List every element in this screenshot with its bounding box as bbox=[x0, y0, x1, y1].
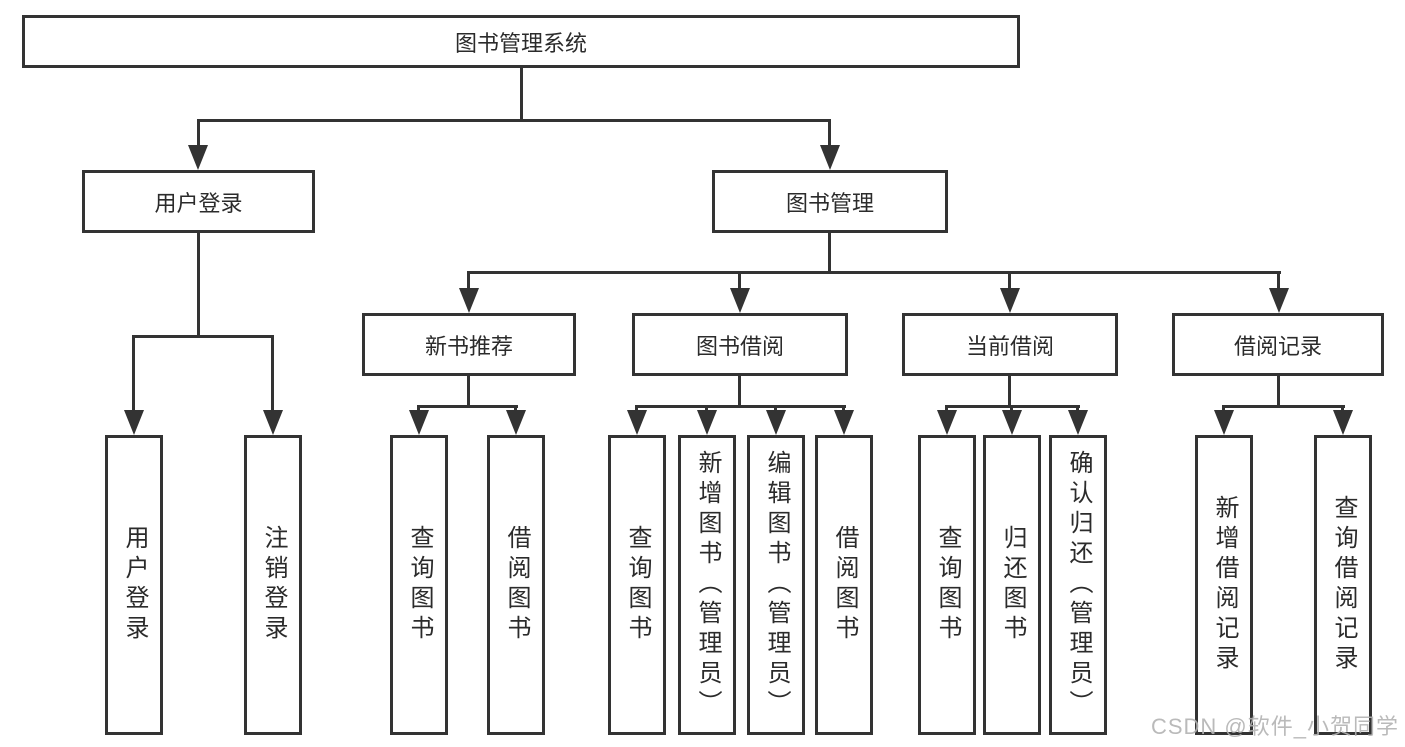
csdn-watermark: CSDN @软件_小贺同学 bbox=[1150, 714, 1399, 739]
leaf-confirm-return-admin: 确认归还（管理员） bbox=[1049, 435, 1107, 735]
leaf-query-borrow-record: 查询借阅记录 bbox=[1314, 435, 1372, 735]
connector-line bbox=[1341, 405, 1344, 414]
node-book-borrowing: 图书借阅 bbox=[632, 313, 848, 376]
leaf-borrow-books-borrowing: 借阅图书 bbox=[815, 435, 873, 735]
leaf-query-books-current: 查询图书 bbox=[918, 435, 976, 735]
connector-line bbox=[132, 335, 274, 338]
arrow-down-icon bbox=[1269, 288, 1289, 313]
node-borrowing-records: 借阅记录 bbox=[1172, 313, 1384, 376]
leaf-add-borrow-record: 新增借阅记录 bbox=[1195, 435, 1253, 735]
node-new-book-recommend: 新书推荐 bbox=[362, 313, 576, 376]
connector-line bbox=[1008, 271, 1011, 293]
arrow-down-icon bbox=[834, 410, 854, 435]
connector-line bbox=[635, 405, 846, 408]
connector-line bbox=[738, 271, 741, 293]
leaf-borrow-books-recommend: 借阅图书 bbox=[487, 435, 545, 735]
connector-line bbox=[271, 335, 274, 413]
arrow-down-icon bbox=[263, 410, 283, 435]
connector-line bbox=[1277, 271, 1280, 293]
connector-line bbox=[417, 405, 420, 414]
arrow-down-icon bbox=[937, 410, 957, 435]
leaf-query-books-recommend: 查询图书 bbox=[390, 435, 448, 735]
leaf-user-login: 用户登录 bbox=[105, 435, 163, 735]
connector-line bbox=[467, 271, 1281, 274]
connector-line bbox=[1076, 405, 1079, 414]
connector-line bbox=[1222, 405, 1345, 408]
connector-line bbox=[417, 405, 518, 408]
connector-line bbox=[1008, 376, 1011, 407]
arrow-down-icon bbox=[730, 288, 750, 313]
connector-line bbox=[828, 119, 831, 149]
connector-line bbox=[774, 405, 777, 414]
connector-line bbox=[520, 68, 523, 120]
arrow-down-icon bbox=[1068, 410, 1088, 435]
connector-line bbox=[467, 376, 470, 407]
arrow-down-icon bbox=[459, 288, 479, 313]
arrow-down-icon bbox=[1002, 410, 1022, 435]
arrow-down-icon bbox=[697, 410, 717, 435]
arrow-down-icon bbox=[820, 145, 840, 170]
connector-line bbox=[738, 376, 741, 407]
leaf-edit-books-admin: 编辑图书（管理员） bbox=[747, 435, 805, 735]
connector-line bbox=[1010, 405, 1013, 414]
arrow-down-icon bbox=[409, 410, 429, 435]
connector-line bbox=[132, 335, 135, 413]
connector-line bbox=[197, 233, 200, 337]
connector-line bbox=[1222, 405, 1225, 414]
node-current-borrowing: 当前借阅 bbox=[902, 313, 1118, 376]
connector-line bbox=[842, 405, 845, 414]
connector-line bbox=[514, 405, 517, 414]
leaf-query-books-borrowing: 查询图书 bbox=[608, 435, 666, 735]
connector-line bbox=[467, 271, 470, 293]
node-root-book-management-system: 图书管理系统 bbox=[22, 15, 1020, 68]
connector-line bbox=[945, 405, 948, 414]
connector-line bbox=[1277, 376, 1280, 407]
node-user-login: 用户登录 bbox=[82, 170, 315, 233]
arrow-down-icon bbox=[124, 410, 144, 435]
connector-line bbox=[197, 119, 200, 149]
connector-line bbox=[828, 233, 831, 274]
connector-line bbox=[197, 119, 831, 122]
arrow-down-icon bbox=[627, 410, 647, 435]
connector-line bbox=[705, 405, 708, 414]
arrow-down-icon bbox=[1000, 288, 1020, 313]
arrow-down-icon bbox=[1214, 410, 1234, 435]
leaf-add-books-admin: 新增图书（管理员） bbox=[678, 435, 736, 735]
leaf-return-books: 归还图书 bbox=[983, 435, 1041, 735]
arrow-down-icon bbox=[506, 410, 526, 435]
arrow-down-icon bbox=[1333, 410, 1353, 435]
leaf-logout: 注销登录 bbox=[244, 435, 302, 735]
arrow-down-icon bbox=[766, 410, 786, 435]
arrow-down-icon bbox=[188, 145, 208, 170]
node-book-management: 图书管理 bbox=[712, 170, 948, 233]
connector-line bbox=[635, 405, 638, 414]
